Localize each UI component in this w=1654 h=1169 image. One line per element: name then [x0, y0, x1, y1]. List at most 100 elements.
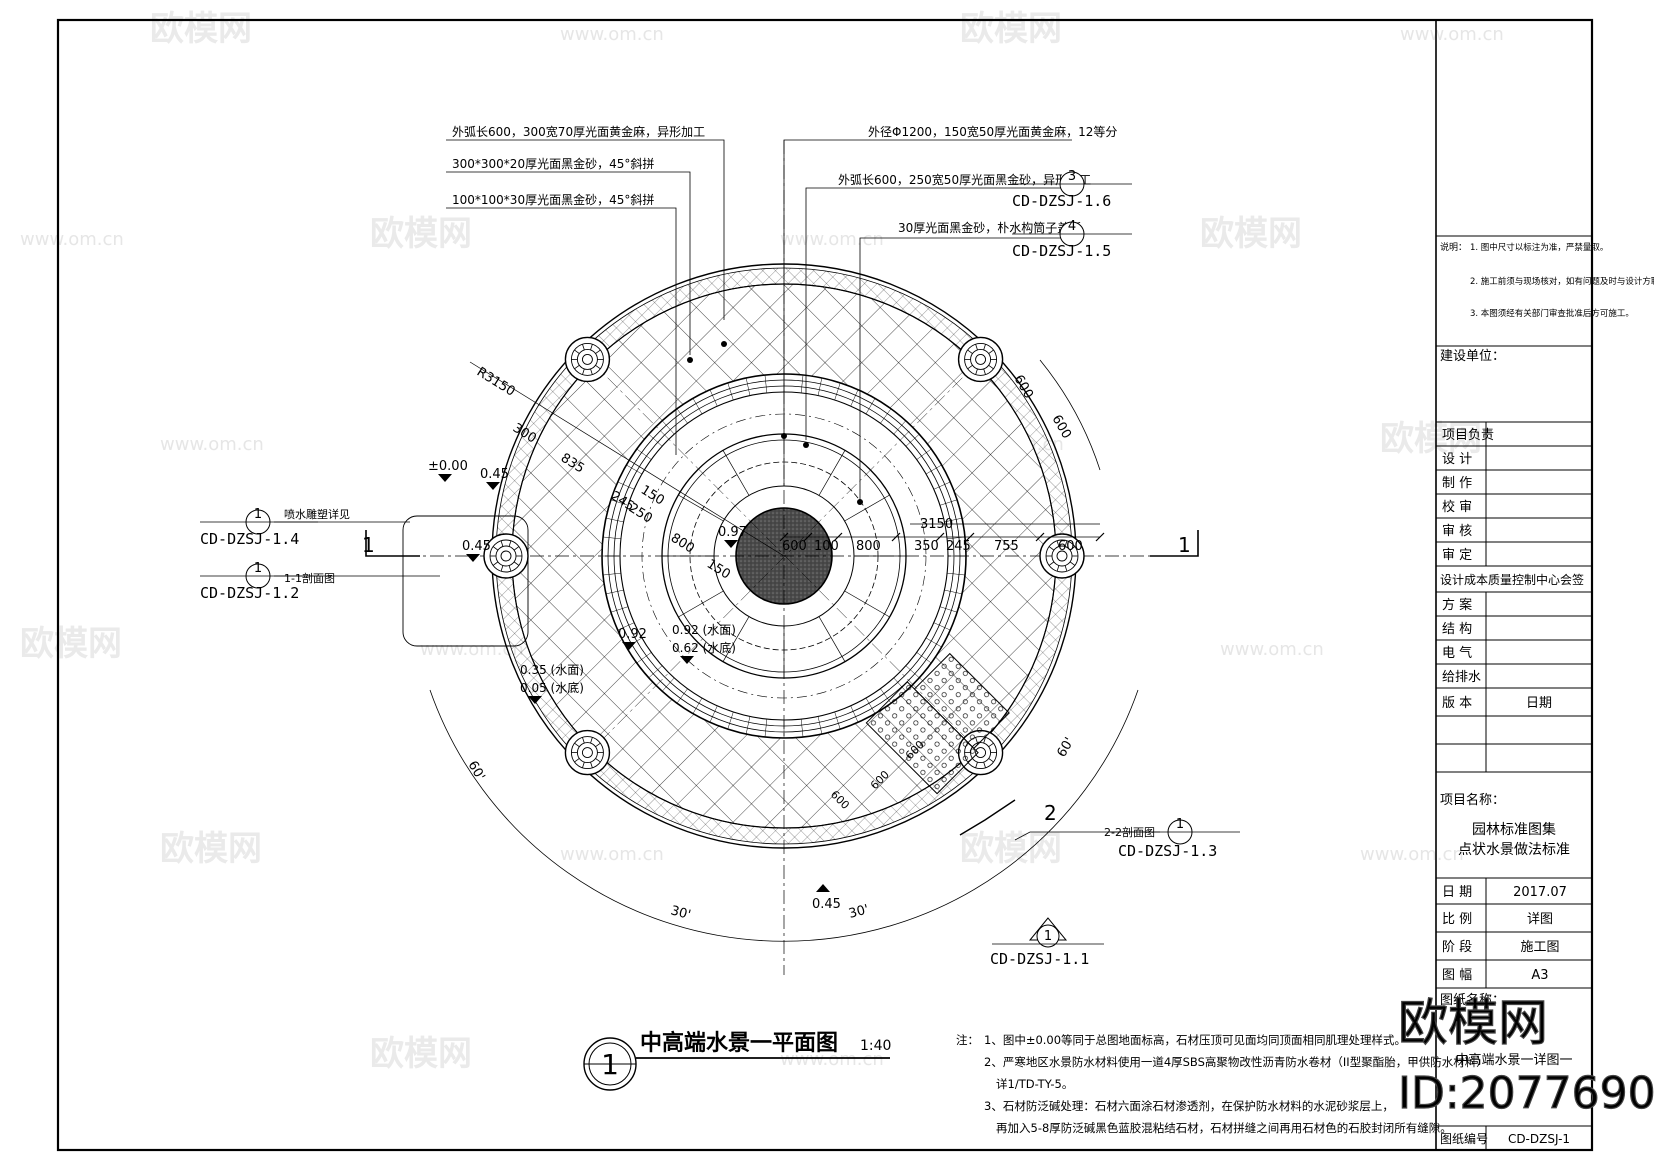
- tb-note-3: 3. 本图须经有关部门审查批准后方可施工。: [1470, 308, 1634, 319]
- ref-13-label: 2-2剖面图: [1104, 825, 1155, 839]
- watermark-brand: 欧模网: [1380, 419, 1482, 459]
- ref-3-code: CD-DZSJ-1.6: [1012, 192, 1111, 210]
- ref-12-num: 1: [254, 561, 262, 576]
- tb-row2-1: 方 案: [1442, 597, 1472, 613]
- elev-0: ±0.00: [428, 459, 468, 474]
- dim-tick: [965, 532, 975, 542]
- tb-notes-label: 说明：: [1440, 241, 1467, 253]
- tb-version-label: 版 本: [1442, 696, 1472, 711]
- watermark-brand: 欧模网: [370, 214, 472, 254]
- callout-3: 100*100*30厚光面黑金砂，45°斜拼: [452, 192, 654, 207]
- coping-joint: [648, 665, 663, 678]
- ref-3-num: 3: [1068, 169, 1076, 184]
- ref-bubble-11: 1 CD-DZSJ-1.1: [990, 917, 1104, 968]
- arc-dim-right: [1039, 359, 1101, 471]
- dim-tick: [1035, 532, 1045, 542]
- ref-bubble-3: 3 CD-DZSJ-1.6: [1012, 169, 1132, 210]
- inner-ring-spokes: [602, 374, 966, 738]
- coping-joint: [800, 374, 804, 393]
- coping-joint: [834, 382, 841, 401]
- inner-ring-spoke: [844, 494, 890, 522]
- coping-joint: [916, 448, 932, 460]
- ref-bubble-13: 1 2-2剖面图 CD-DZSJ-1.3: [1104, 817, 1240, 860]
- tb-info-value-4: A3: [1531, 968, 1548, 983]
- ref-13-code: CD-DZSJ-1.3: [1118, 842, 1217, 860]
- ref-12-code: CD-DZSJ-1.2: [200, 584, 299, 602]
- note-line-1: 1、图中±0.00等同于总图地面标高，石材压顶可见面均同顶面相同肌理处理样式。: [984, 1033, 1406, 1047]
- tb-drawing-no-label: 图纸编号: [1440, 1131, 1488, 1146]
- coping-joint: [692, 697, 703, 714]
- tb-row-2: 设 计: [1442, 452, 1472, 467]
- angle-30b: 30': [847, 902, 870, 922]
- coping-joint: [880, 408, 892, 424]
- coping-joint: [692, 398, 703, 415]
- note-line-4: 3、石材防泛碱处理：石材六面涂石材渗透剂，在保护防水材料的水泥砂浆层上，: [984, 1099, 1394, 1113]
- radius-label: R3150: [474, 365, 518, 400]
- coping-joint: [865, 697, 876, 714]
- angle-60a: 60': [465, 759, 488, 784]
- coping-joint: [602, 572, 621, 576]
- coping-joint: [944, 589, 963, 595]
- dim-tick: [891, 532, 901, 542]
- tb-info-label-1: 日 期: [1442, 885, 1472, 900]
- watermark-brand: 欧模网: [960, 9, 1062, 49]
- coping-joint: [709, 705, 718, 723]
- coping-joint: [676, 408, 688, 424]
- coping-joint: [727, 382, 734, 401]
- elev-5: 0.92 (水面): [672, 623, 736, 637]
- watermark-site: www.om.cn: [560, 844, 664, 865]
- callout-5: 外弧长600，250宽50厚光面黑金砂，异形加工: [838, 172, 1091, 187]
- coping-joint: [648, 434, 663, 447]
- coping-joint: [800, 719, 804, 738]
- ref-4-code: CD-DZSJ-1.5: [1012, 242, 1111, 260]
- drawing-title-block: 1 中高端水景一平面图 1:40: [583, 1030, 891, 1091]
- watermark-site: www.om.cn: [1360, 844, 1464, 865]
- nozzle-fixture: [483, 533, 529, 579]
- coping-joint: [727, 711, 734, 730]
- coping-joint: [602, 536, 621, 540]
- tb-row-1: 项目负责: [1442, 428, 1494, 443]
- coping-joint: [905, 665, 920, 678]
- callout-leaders: [274, 139, 1160, 841]
- detail-callout-box: [402, 515, 529, 647]
- coping-joint: [610, 499, 629, 506]
- tb-row2-2: 结 构: [1442, 622, 1472, 637]
- tb-drawing-no: CD-DZSJ-1: [1508, 1132, 1570, 1146]
- dim-3150: 3150: [920, 517, 953, 532]
- notes-prefix: 注：: [956, 1033, 979, 1047]
- watermark-site: www.om.cn: [20, 229, 124, 250]
- callout-4: 外径Φ1200，150宽50厚光面黄金麻，12等分: [868, 124, 1117, 139]
- coping-joint: [865, 398, 876, 415]
- tb-info-label-3: 阶 段: [1442, 940, 1472, 955]
- section-mark-2: 2: [1044, 801, 1057, 825]
- ref-11-code: CD-DZSJ-1.1: [990, 950, 1089, 968]
- dim-ticks: [779, 532, 1105, 542]
- tb-date-head: 日期: [1526, 696, 1552, 711]
- tb-info-value-2: 详图: [1527, 912, 1553, 927]
- drawing-number: 1: [601, 1048, 619, 1081]
- tb-row-3: 制 作: [1442, 476, 1472, 491]
- coping-joint: [605, 517, 624, 523]
- ref-4-num: 4: [1068, 219, 1076, 234]
- angle-60b: 60': [1054, 735, 1077, 760]
- nozzle-fixture: [564, 729, 611, 776]
- section-cut-2: [959, 799, 1016, 836]
- tb-row2-4: 给排水: [1442, 670, 1481, 685]
- nozzle-fixture: [957, 336, 1004, 383]
- tb-info-value-3: 施工图: [1520, 940, 1559, 955]
- large-watermark: 欧模网 ID:2077690: [1397, 993, 1654, 1119]
- tb-org: 设计成本质量控制中心会签: [1440, 572, 1584, 587]
- dim-tick: [935, 532, 945, 542]
- coping-joint: [817, 377, 823, 396]
- dim-tick: [803, 532, 813, 542]
- spray-nozzles: [483, 336, 1085, 776]
- note-line-3: 详1/TD-TY-5。: [996, 1077, 1073, 1091]
- coping-joint: [636, 652, 652, 664]
- tb-note-2: 2. 施工前须与现场核对，如有问题及时与设计方联系。: [1470, 276, 1654, 287]
- watermark-site: www.om.cn: [420, 639, 524, 660]
- callout-2: 300*300*20厚光面黑金砂，45°斜拼: [452, 156, 654, 171]
- tb-project-line2: 点状水景做法标准: [1458, 842, 1570, 858]
- coping-joint: [626, 464, 643, 475]
- tb-row-4: 校 审: [1442, 499, 1472, 515]
